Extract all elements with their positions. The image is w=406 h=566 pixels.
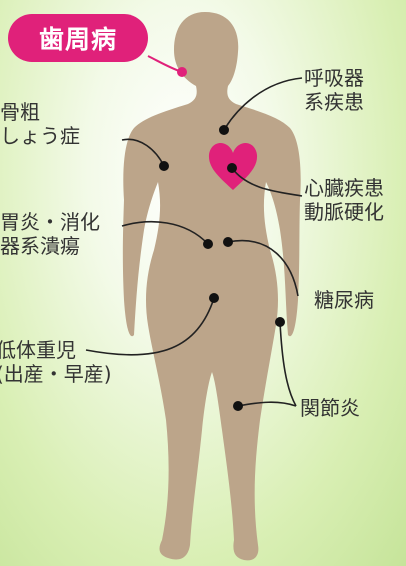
heart-dot	[227, 163, 237, 173]
osteoporosis-line-1: 骨粗	[0, 100, 80, 124]
gastric-line-2: 器系潰瘍	[0, 234, 100, 258]
heart-disease-label: 心臓疾患 動脈硬化	[304, 176, 384, 224]
gastric-line-1: 胃炎・消化	[0, 210, 100, 234]
diabetes-label: 糖尿病	[314, 288, 374, 312]
heart-line-2: 動脈硬化	[304, 200, 384, 224]
human-silhouette	[123, 12, 301, 560]
low-birth-weight-label: 低体重児 (出産・早産)	[0, 338, 112, 386]
mouth-dot	[177, 67, 187, 77]
bone-dot	[159, 161, 169, 171]
gastric-label: 胃炎・消化 器系潰瘍	[0, 210, 100, 258]
respiratory-label: 呼吸器 系疾患	[304, 66, 364, 114]
birth-line-1: 低体重児	[0, 338, 112, 362]
respiratory-line-2: 系疾患	[304, 90, 364, 114]
uterus-dot	[209, 293, 219, 303]
periodontal-disease-badge: 歯周病	[8, 14, 148, 62]
pancreas-dot	[223, 237, 233, 247]
wrist-dot	[275, 317, 285, 327]
osteoporosis-line-2: しょう症	[0, 124, 80, 148]
osteoporosis-label: 骨粗 しょう症	[0, 100, 80, 148]
birth-line-2: (出産・早産)	[0, 362, 112, 386]
lung-dot	[219, 125, 229, 135]
stomach-dot	[203, 239, 213, 249]
respiratory-line-1: 呼吸器	[304, 66, 364, 90]
arthritis-label: 関節炎	[300, 396, 360, 420]
heart-line-1: 心臓疾患	[304, 176, 384, 200]
knee-dot	[233, 401, 243, 411]
